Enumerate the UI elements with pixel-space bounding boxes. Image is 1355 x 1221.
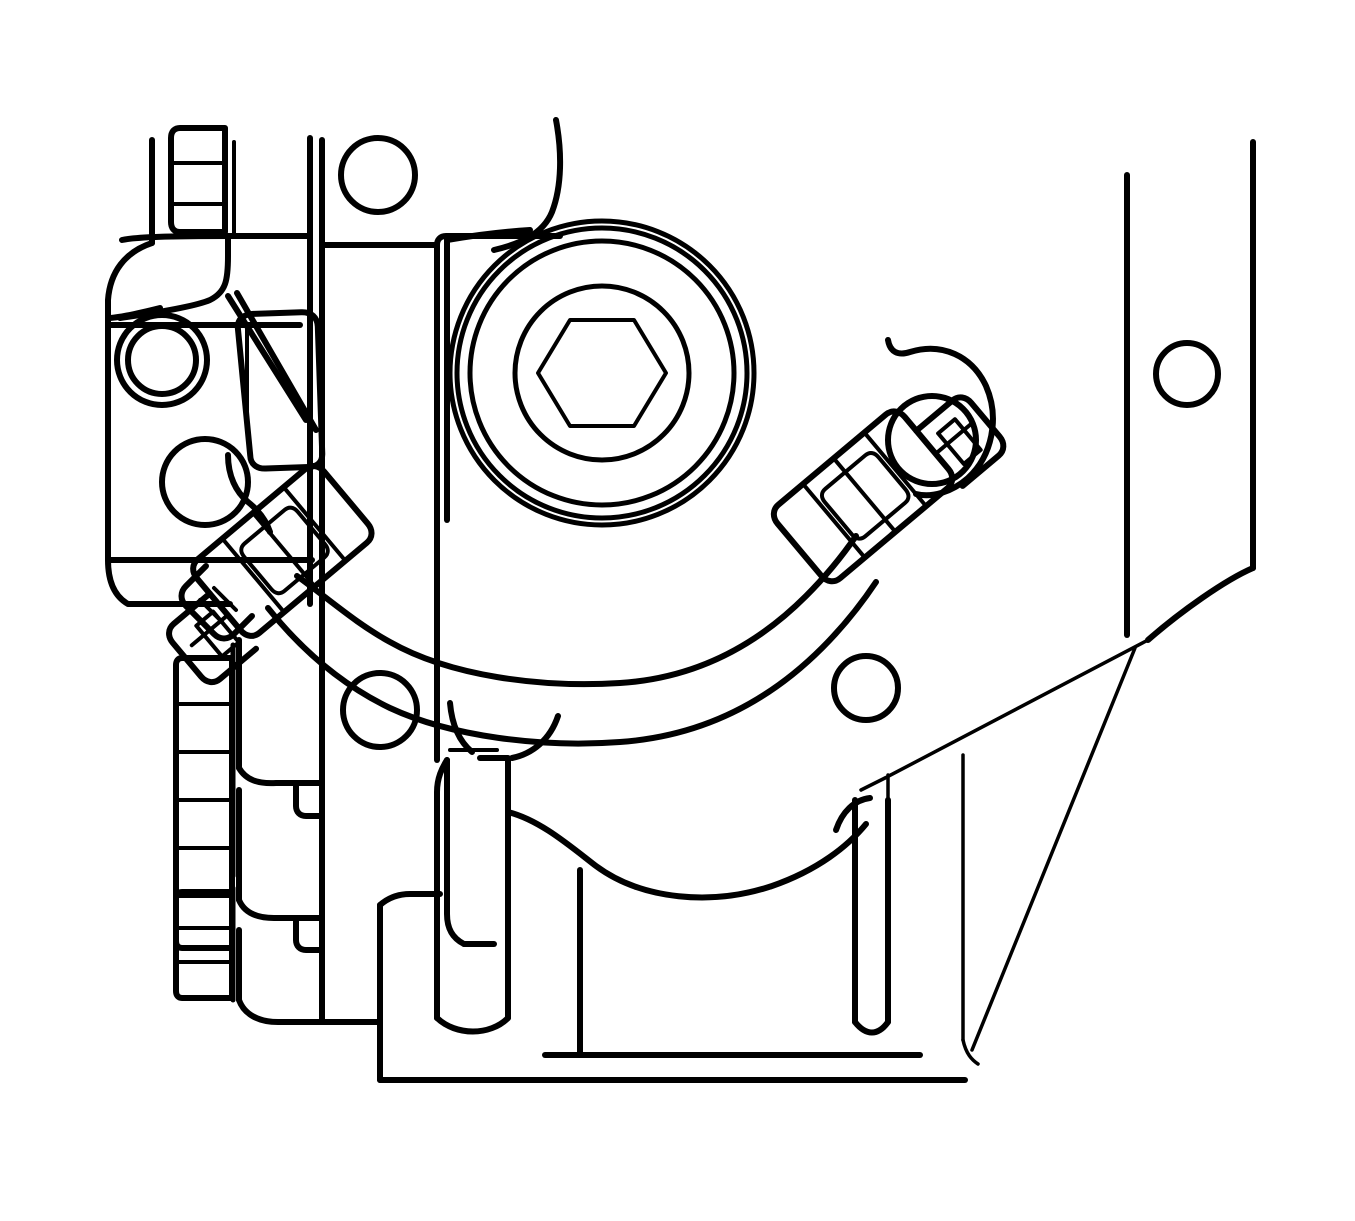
clamp-right-spring-tail (885, 337, 996, 499)
block-left-panels (236, 637, 325, 1025)
hole-boss-mid (159, 436, 251, 528)
oil-pan-rail (319, 891, 968, 1083)
hose-clamp-right-eye-group (885, 337, 996, 499)
casting-fillet-top (491, 117, 564, 253)
pulley-ring-second (454, 225, 750, 521)
hex-socket-bolt (536, 318, 668, 428)
hose-clamp-left-hooks (178, 563, 255, 642)
hex-head-bolt-top (168, 125, 236, 238)
hose-edge-upper (294, 533, 859, 688)
hole-boss-upper-inner (125, 323, 199, 397)
hole-frame-rail (1153, 340, 1221, 408)
dipstick-tubes (434, 748, 511, 1035)
hole-boss-upper-outer (114, 312, 210, 408)
hole-mid-left (340, 670, 420, 750)
engine-block-body (105, 135, 563, 1025)
pulley-ring-hub (512, 283, 692, 463)
crank-pulley (447, 218, 757, 528)
hole-top-left-flange (338, 135, 418, 215)
hole-clamp-right-eye (885, 393, 979, 487)
frame-bracket (859, 638, 1150, 1066)
hole-mid-right (831, 653, 901, 723)
ribbed-manifold-lower (173, 885, 236, 1003)
pulley-ring-outer (447, 218, 757, 528)
pulley-ring-third (467, 238, 737, 508)
frame-rail (1124, 139, 1256, 643)
boss-holes-left (114, 312, 251, 528)
lower-block-valley (505, 809, 869, 1058)
